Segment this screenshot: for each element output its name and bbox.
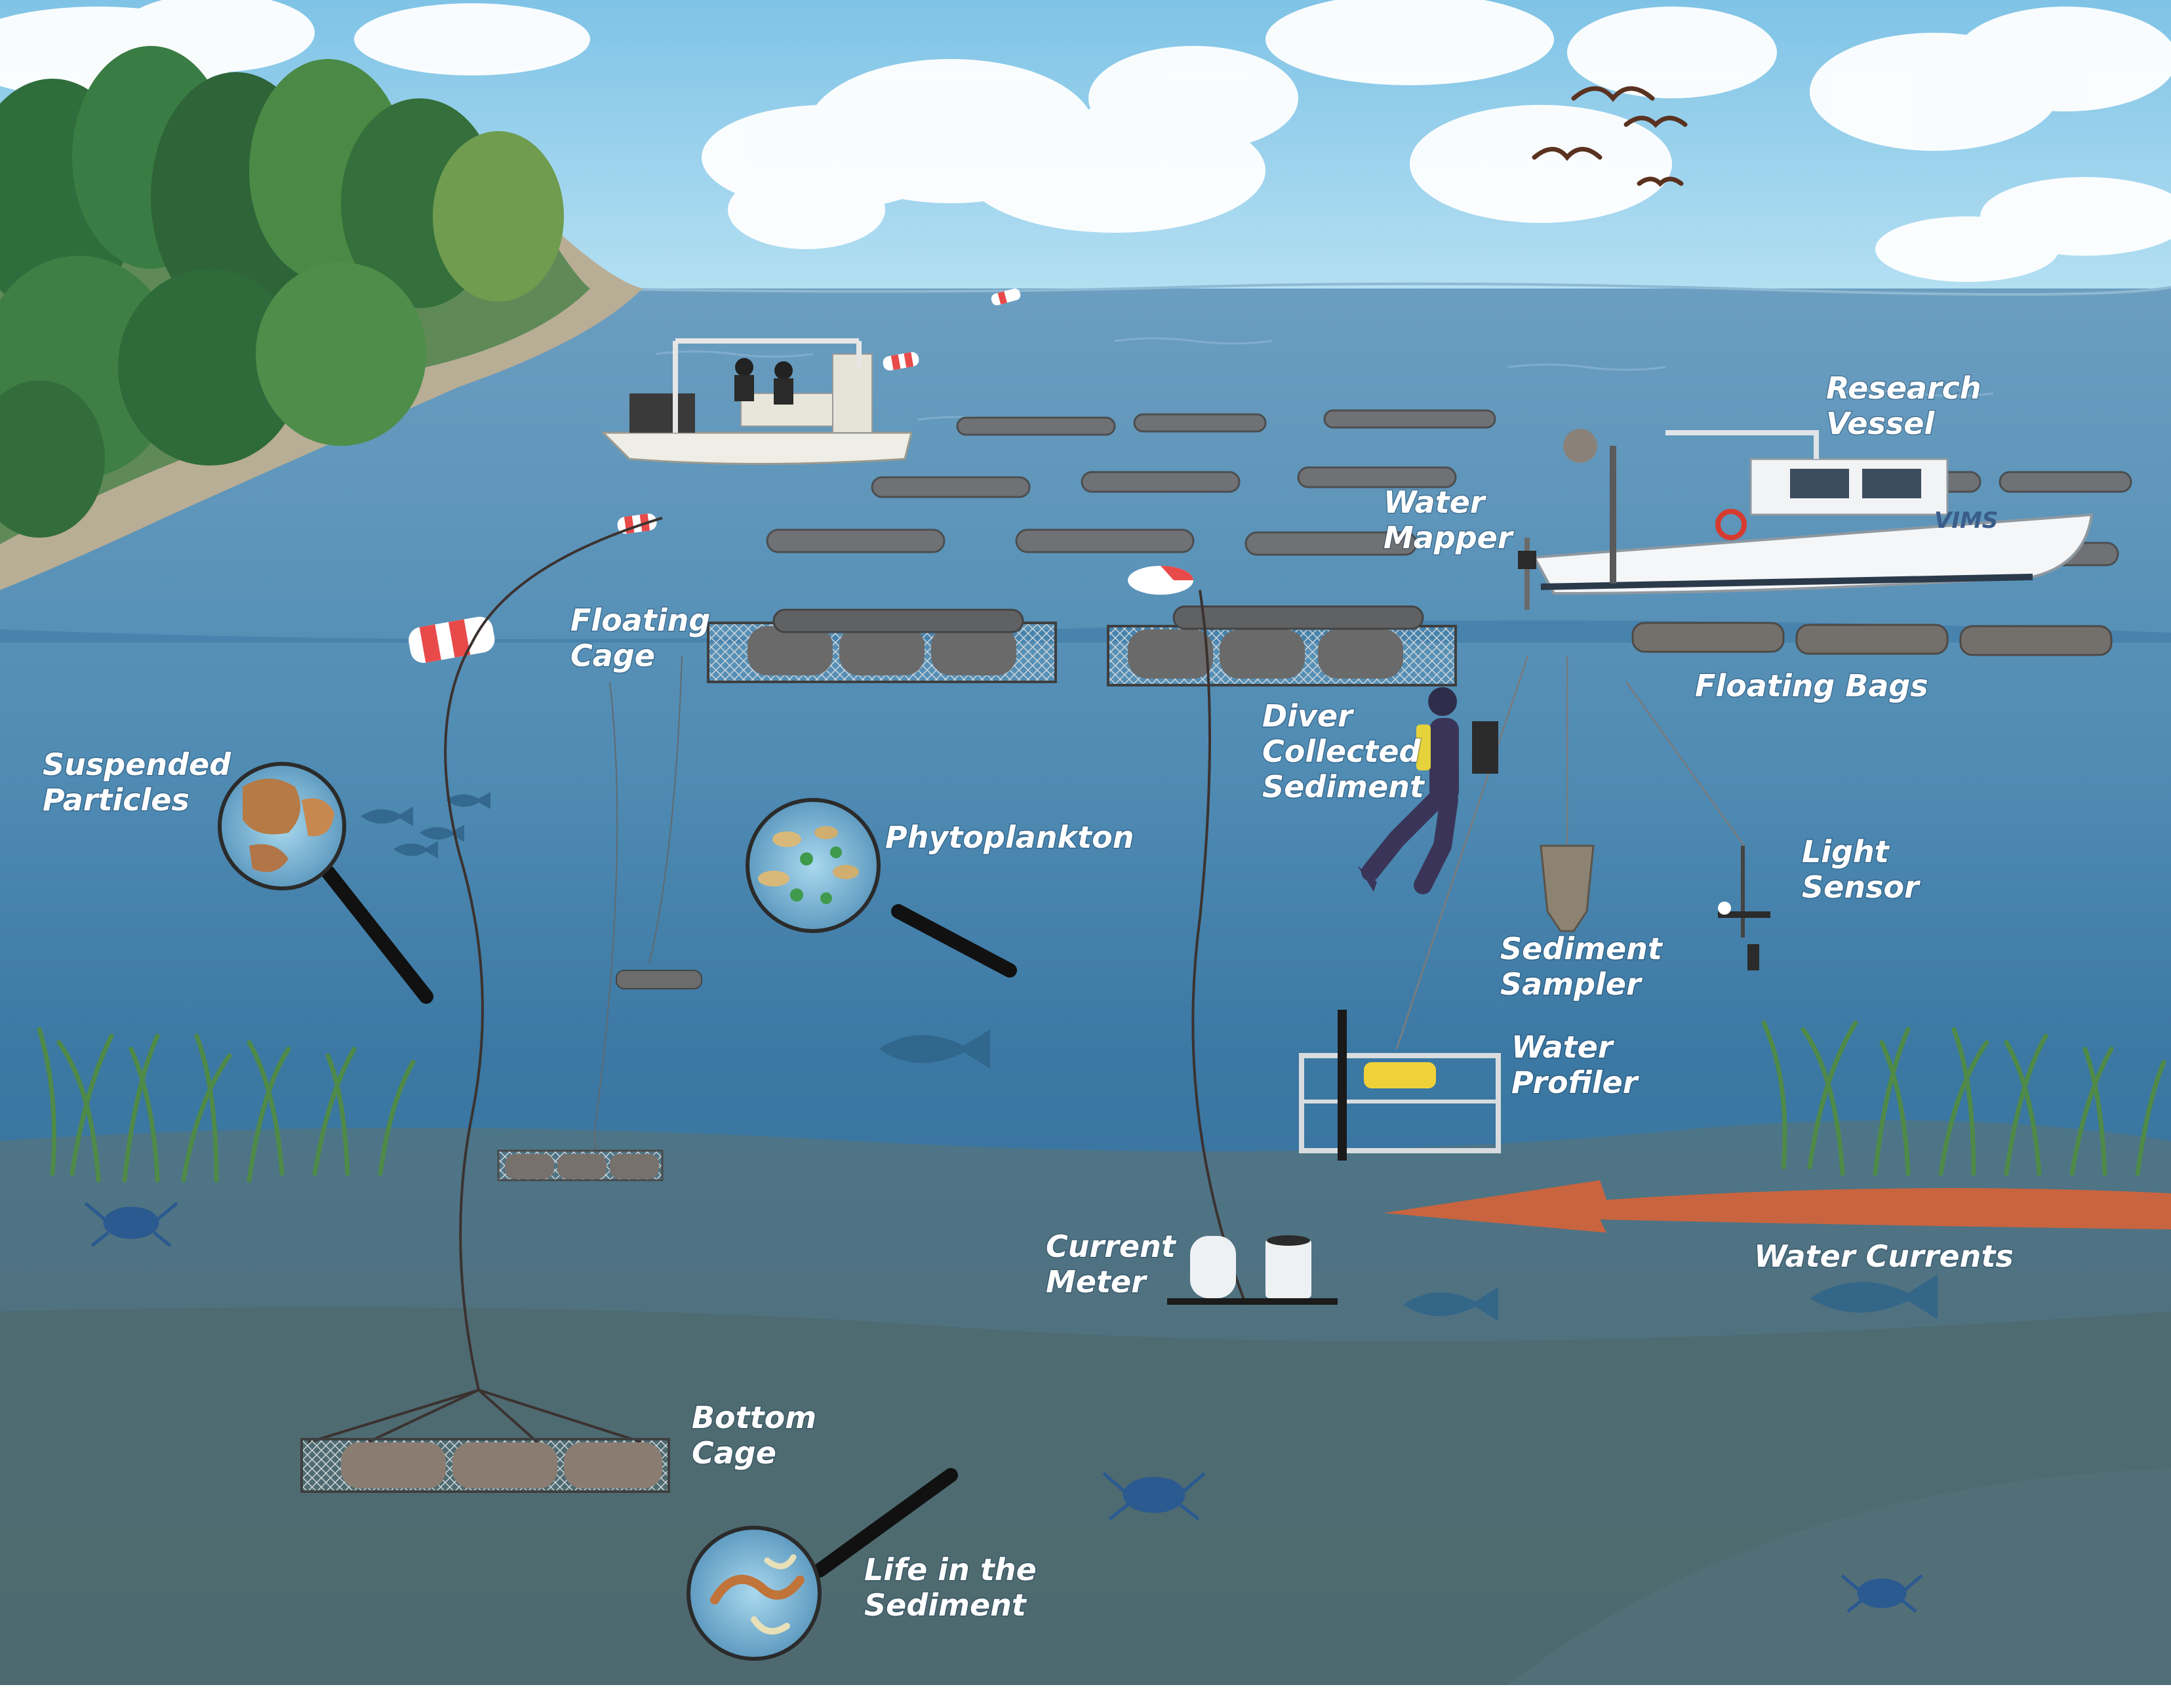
seagrass-right <box>1761 1020 2166 1176</box>
label-bottom-cage: Bottom Cage <box>692 1400 827 1471</box>
research-vessel: VIMS <box>1532 429 2094 595</box>
water-mapper-instrument <box>1518 538 1536 610</box>
label-diver-collected-sediment: Diver Collected Sediment <box>1262 698 1431 804</box>
water-current-arrow <box>1384 1180 2171 1233</box>
suspended-cage-mid <box>616 970 702 989</box>
magnifier-phytoplankton <box>746 798 1017 978</box>
mooring-lines <box>444 517 1745 1391</box>
floating-cage-1 <box>707 608 1057 683</box>
label-suspended-particles: Suspended Particles <box>43 747 241 818</box>
floating-bags-right <box>1631 622 2113 656</box>
floating-cage-2 <box>1107 605 1457 686</box>
current-meter <box>1167 1235 1338 1305</box>
seagrass-left <box>37 1027 416 1183</box>
seabed-lower <box>0 1307 2171 1685</box>
label-water-mapper: Water Mapper <box>1384 485 1515 555</box>
label-phytoplankton: Phytoplankton <box>885 820 1134 855</box>
bottom-cage <box>300 1389 670 1493</box>
label-sediment-sampler: Sediment Sampler <box>1500 931 1673 1002</box>
label-research-vessel: Research Vessel <box>1826 370 1992 441</box>
fish-silhouettes <box>361 792 1938 1321</box>
label-floating-cage: Floating Cage <box>570 603 721 673</box>
label-life-in-the-sediment: Life in the Sediment <box>864 1552 1047 1623</box>
label-light-sensor: Light Sensor <box>1802 834 1921 905</box>
labels: Research Vessel Water Mapper Floating Ca… <box>42 370 2015 1624</box>
boat-marking: VIMS <box>1934 507 1998 534</box>
work-boat <box>601 338 913 465</box>
label-water-profiler: Water Profiler <box>1511 1029 1640 1100</box>
light-sensor <box>1718 846 1770 970</box>
diver <box>1357 687 1498 894</box>
underwater-horizon <box>0 620 2171 643</box>
tree-line <box>0 46 564 538</box>
label-water-currents: Water Currents <box>1754 1239 2014 1274</box>
seabed-ridge <box>1508 1469 2171 1685</box>
label-floating-bags: Floating Bags <box>1695 668 1928 704</box>
clouds <box>0 0 2171 282</box>
suspended-cage-deep <box>497 1149 664 1182</box>
sediment-sampler <box>1540 844 1595 932</box>
label-current-meter: Current Meter <box>1046 1229 1186 1300</box>
water-profiler <box>1299 1010 1501 1161</box>
blue-crabs <box>84 1202 1923 1613</box>
magnifier-suspended-particles <box>218 762 433 1004</box>
birds <box>1532 86 1688 187</box>
marker-buoys <box>408 288 1193 663</box>
magnifier-sediment-life <box>687 1468 958 1661</box>
